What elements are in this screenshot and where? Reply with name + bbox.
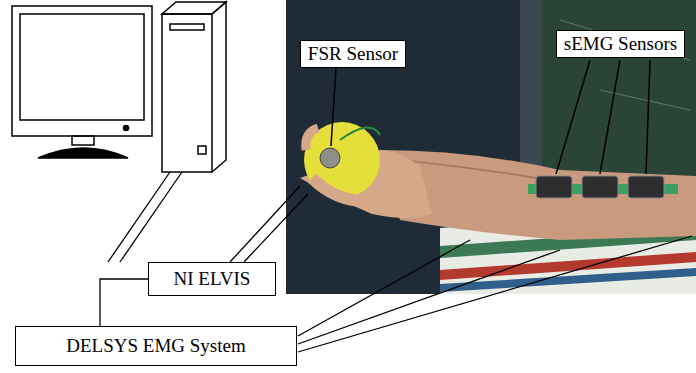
cable [108, 172, 182, 262]
label-box: NI ELVIS [148, 262, 276, 296]
computer-monitor [12, 6, 152, 158]
computer-tower [162, 2, 226, 172]
leader-line [331, 60, 650, 174]
label-box: DELSYS EMG System [15, 326, 297, 366]
hand-photo [286, 0, 696, 294]
cable [100, 279, 148, 326]
label-box: sEMG Sensors [556, 30, 685, 58]
label-box: FSR Sensor [300, 40, 406, 68]
cable [230, 186, 308, 262]
label-text: NI ELVIS [174, 269, 251, 290]
label-text: sEMG Sensors [564, 34, 677, 55]
cable [298, 236, 692, 352]
label-text: FSR Sensor [308, 44, 398, 65]
label-text: DELSYS EMG System [66, 336, 245, 357]
